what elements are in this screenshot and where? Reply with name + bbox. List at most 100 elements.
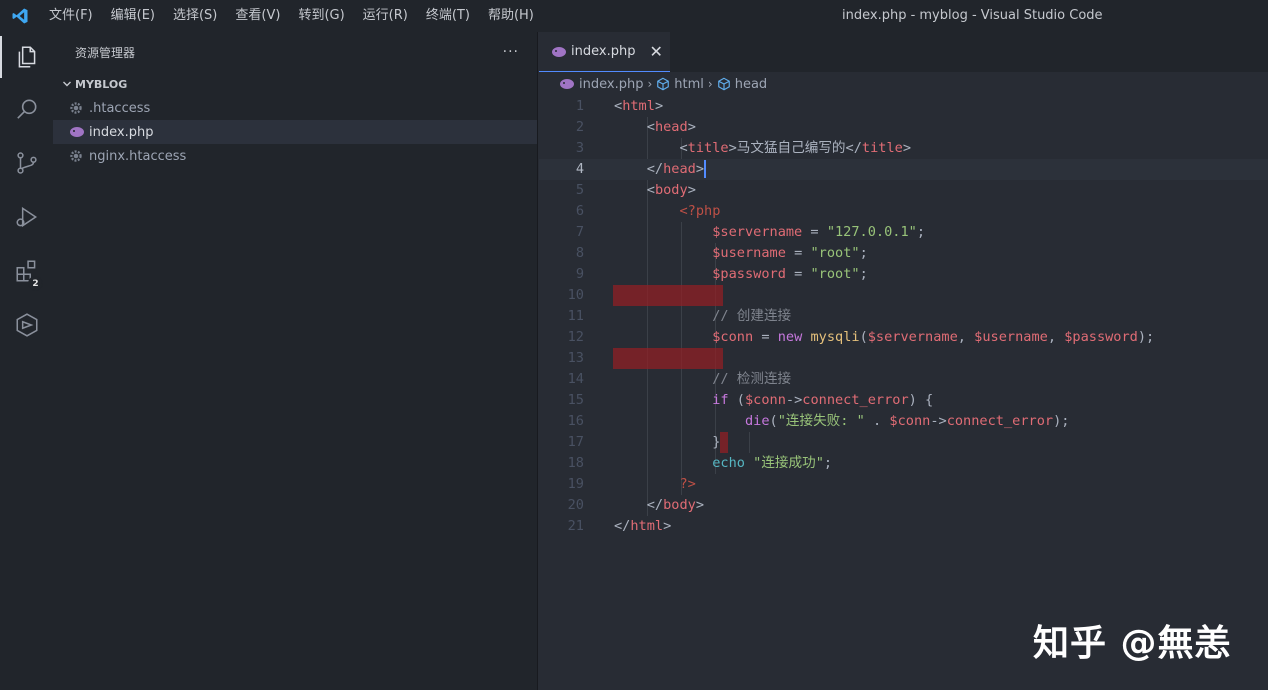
chevron-right-icon: › xyxy=(647,77,653,91)
title-close-tag: title xyxy=(861,140,903,156)
php-open-tag: <?php xyxy=(679,203,721,219)
tab-index-php[interactable]: index.php ✕ xyxy=(539,32,670,72)
line-number: 16 xyxy=(567,413,584,429)
indent-guide xyxy=(681,138,682,159)
keyword: echo xyxy=(712,455,745,471)
vscode-logo-icon xyxy=(0,0,40,32)
activity-bar: 2 xyxy=(0,32,53,690)
explorer-sidebar: 资源管理器 ··· MYBLOG .htaccess index.php ngi… xyxy=(53,32,538,690)
code-line: 2 <head> xyxy=(539,117,1268,138)
string: "root" xyxy=(810,266,860,282)
line-number: 15 xyxy=(567,392,584,408)
line-number: 8 xyxy=(575,245,584,261)
brace: } xyxy=(712,434,721,450)
title-text: 马文猛自己编写的 xyxy=(736,140,846,156)
run-debug-icon[interactable] xyxy=(0,192,53,242)
indent-guide xyxy=(647,117,648,516)
keyword: new xyxy=(777,329,803,345)
string: "连接失败: " xyxy=(777,413,865,429)
code-line: 5 <body> xyxy=(539,180,1268,201)
code-line-current: 4 </head> xyxy=(539,159,1268,180)
menu-file[interactable]: 文件(F) xyxy=(49,8,93,23)
menu-go[interactable]: 转到(G) xyxy=(298,8,345,23)
code-line: 20 </body> xyxy=(539,495,1268,516)
line-number: 19 xyxy=(567,476,584,492)
code-line: 11 // 创建连接 xyxy=(539,306,1268,327)
line-number: 14 xyxy=(567,371,584,387)
line-number: 7 xyxy=(575,224,584,240)
breadcrumb-head[interactable]: head xyxy=(717,77,767,92)
line-number: 21 xyxy=(567,518,584,534)
close-icon[interactable]: ✕ xyxy=(649,42,663,61)
explorer-title: 资源管理器 xyxy=(75,45,136,60)
file-nginx-htaccess[interactable]: nginx.htaccess xyxy=(53,144,537,168)
indent-guide xyxy=(749,432,750,453)
code-line: 17 } xyxy=(539,432,1268,453)
variable: $username xyxy=(712,245,786,261)
source-control-icon[interactable] xyxy=(0,138,53,188)
keyword: die xyxy=(744,413,770,429)
body-close-tag: body xyxy=(663,497,696,513)
line-number: 5 xyxy=(575,182,584,198)
code-line: 1<html> xyxy=(539,96,1268,117)
variable: $servername xyxy=(712,224,803,240)
code-line: 16 die("连接失败: " . $conn->connect_error); xyxy=(539,411,1268,432)
tab-bar: index.php ✕ xyxy=(539,32,1268,72)
title-tag: title xyxy=(687,140,729,156)
code-line: 7 $servername = "127.0.0.1"; xyxy=(539,222,1268,243)
gear-icon xyxy=(69,149,89,163)
breadcrumb-html-label: html xyxy=(674,76,704,92)
string: "127.0.0.1" xyxy=(826,224,917,240)
extensions-icon[interactable]: 2 xyxy=(0,246,53,296)
line-number: 12 xyxy=(567,329,584,345)
property: connect_error xyxy=(946,413,1054,429)
menu-terminal[interactable]: 终端(T) xyxy=(425,8,470,23)
file-htaccess[interactable]: .htaccess xyxy=(53,96,537,120)
breadcrumb-file[interactable]: index.php xyxy=(559,77,643,92)
code-line: 12 $conn = new mysqli($servername, $user… xyxy=(539,327,1268,348)
more-actions-icon[interactable]: ··· xyxy=(502,44,519,60)
breadcrumb-html[interactable]: html xyxy=(656,77,704,92)
gear-icon xyxy=(69,101,89,115)
line-number: 13 xyxy=(567,350,584,366)
search-icon[interactable] xyxy=(0,84,53,134)
comment: // 创建连接 xyxy=(712,308,792,324)
php-elephant-icon xyxy=(69,126,89,138)
variable: $password xyxy=(712,266,786,282)
chevron-right-icon: › xyxy=(707,77,713,91)
file-label: .htaccess xyxy=(89,100,151,116)
folder-myblog[interactable]: MYBLOG xyxy=(53,72,537,96)
editor-area: index.php ✕ index.php › html › head xyxy=(539,32,1268,690)
explorer-icon[interactable] xyxy=(0,32,53,82)
menu-bar: 文件(F) 编辑(E) 选择(S) 查看(V) 转到(G) 运行(R) 终端(T… xyxy=(40,0,543,32)
keyword: if xyxy=(712,392,729,408)
text-cursor xyxy=(704,160,707,178)
head-close-tag: head xyxy=(663,161,696,177)
code-editor[interactable]: 1<html> 2 <head> 3 <title>马文猛自己编写的</titl… xyxy=(539,96,1268,537)
string: "连接成功" xyxy=(753,455,824,471)
code-line: 19 ?> xyxy=(539,474,1268,495)
menu-selection[interactable]: 选择(S) xyxy=(172,8,218,23)
html-tag: html xyxy=(622,98,655,114)
code-line: 13 xyxy=(539,348,1268,369)
breadcrumb-file-label: index.php xyxy=(579,76,644,92)
code-line: 3 <title>马文猛自己编写的</title> xyxy=(539,138,1268,159)
menu-view[interactable]: 查看(V) xyxy=(235,8,281,23)
file-index-php[interactable]: index.php xyxy=(53,120,537,144)
symbol-icon xyxy=(656,77,670,91)
menu-run[interactable]: 运行(R) xyxy=(362,8,408,23)
string: "root" xyxy=(810,245,860,261)
menu-edit[interactable]: 编辑(E) xyxy=(110,8,155,23)
watermark: 知乎 @無恙 xyxy=(1033,623,1232,664)
line-number: 2 xyxy=(575,119,584,135)
property: connect_error xyxy=(802,392,909,408)
remote-explorer-icon[interactable] xyxy=(0,300,53,350)
php-elephant-icon xyxy=(559,78,579,90)
variable: $conn xyxy=(889,413,931,429)
line-number: 6 xyxy=(575,203,584,219)
menu-help[interactable]: 帮助(H) xyxy=(487,8,534,23)
breadcrumb-head-label: head xyxy=(734,76,768,92)
extensions-badge: 2 xyxy=(28,276,43,291)
code-line: 18 echo "连接成功"; xyxy=(539,453,1268,474)
window-title: index.php - myblog - Visual Studio Code xyxy=(842,8,1103,23)
